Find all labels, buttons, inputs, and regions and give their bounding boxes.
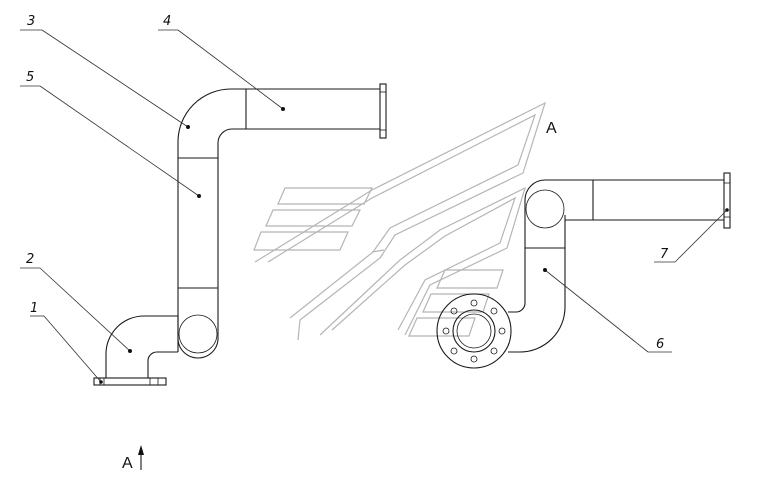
callout-6: 6 — [543, 268, 672, 353]
callout-4-label: 4 — [163, 14, 171, 29]
lower-right-elbow-outer — [508, 248, 566, 353]
arrow-up-icon — [138, 445, 144, 455]
callout-6-label: 6 — [656, 337, 664, 352]
round-flange — [436, 293, 512, 369]
bottom-flange — [93, 377, 167, 386]
callout-4: 4 — [158, 14, 285, 111]
view-arrow-letter: A — [122, 455, 133, 472]
lower-elbow-inner — [147, 351, 178, 378]
callout-3-label: 3 — [27, 14, 35, 29]
top-right-flange — [379, 83, 387, 139]
upper-elbow-outer — [177, 88, 246, 158]
lower-right-elbow-inner — [508, 248, 526, 313]
callout-3: 3 — [20, 14, 190, 129]
view-arrow-a: A — [122, 445, 144, 472]
view-title-a: A — [546, 120, 557, 137]
callout-2-label: 2 — [26, 252, 34, 267]
flange-bolt-holes — [442, 299, 506, 363]
callout-1-label: 1 — [30, 301, 38, 316]
callout-7: 7 — [654, 208, 729, 263]
callout-2: 2 — [20, 252, 132, 353]
watermark-logo — [253, 101, 546, 341]
callout-5: 5 — [20, 70, 201, 198]
callout-7-label: 7 — [660, 247, 669, 262]
left-pipe-run — [93, 83, 387, 386]
right-end-flange — [723, 172, 731, 229]
right-pipe-run — [436, 172, 731, 369]
callout-1: 1 — [30, 301, 103, 384]
callout-5-label: 5 — [26, 70, 34, 85]
lower-elbow-outer — [105, 315, 178, 378]
upper-elbow-inner — [217, 128, 246, 158]
